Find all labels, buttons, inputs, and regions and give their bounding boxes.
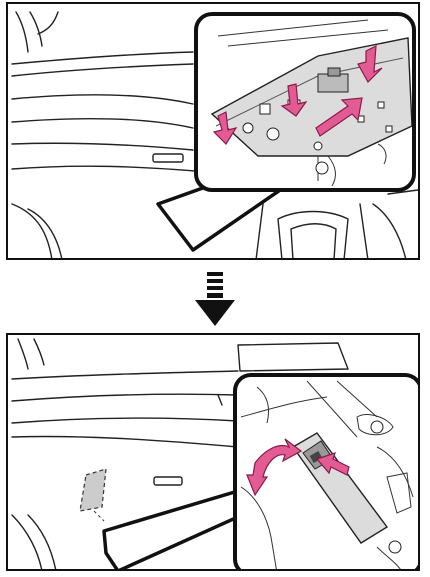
glovebox-bracket-detail [198, 16, 412, 188]
step-1-panel [6, 2, 420, 260]
release-lever-detail [237, 377, 419, 571]
next-step-arrow-icon [195, 272, 235, 328]
detail-inset-release-lever [233, 373, 420, 571]
detail-inset-glovebox-removal [194, 12, 416, 192]
step-2-panel [6, 333, 420, 571]
lever-location-marker [80, 469, 106, 511]
